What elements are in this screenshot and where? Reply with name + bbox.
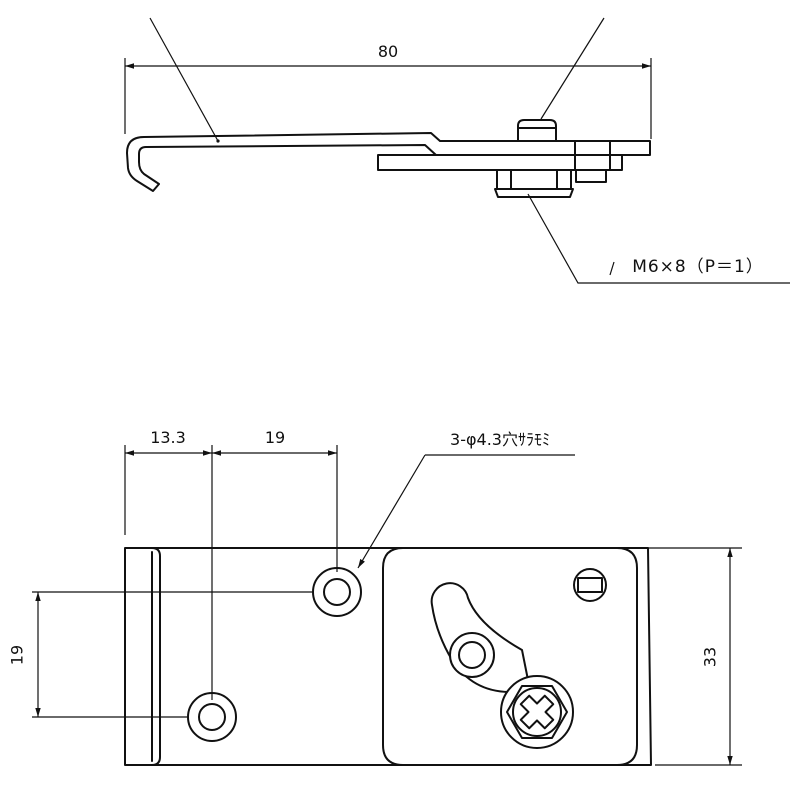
bolt-head-side xyxy=(517,119,557,142)
hook-plate xyxy=(126,132,651,192)
left-flange-bend xyxy=(151,547,161,766)
hole-callout-leader xyxy=(357,454,426,569)
phillips-cross-icon xyxy=(519,694,555,730)
bolt-callout-label: M6×8（P＝1） xyxy=(632,257,764,277)
hook-leader-line xyxy=(149,17,219,142)
hex-bolt-head xyxy=(500,675,574,749)
countersunk-hole-lower xyxy=(187,692,237,742)
arm-pivot-hole xyxy=(449,632,495,678)
bolt-callout-tick xyxy=(609,261,615,276)
overall-length-label: 80 xyxy=(378,42,398,61)
hole-pitch-vertical-label: 19 xyxy=(8,645,27,665)
hook-leader-dot xyxy=(216,139,220,143)
lower-plate xyxy=(377,154,623,171)
plan-view: 13.3 19 3-φ4.3穴ｻﾗﾓﾐ 19 33 xyxy=(8,428,742,766)
countersunk-hole-upper xyxy=(312,567,362,617)
rivet-top xyxy=(573,568,607,602)
hole-edge-offset-label: 13.3 xyxy=(150,428,186,447)
nut-flange xyxy=(494,188,574,198)
hole-pitch-horizontal-label: 19 xyxy=(265,428,285,447)
side-view: 80 M6×8（P＝1） xyxy=(124,17,790,284)
rivet-side xyxy=(575,169,607,183)
overall-width-label: 33 xyxy=(701,647,720,667)
hole-callout-label: 3-φ4.3穴ｻﾗﾓﾐ xyxy=(450,430,550,449)
bolt-callout-leader xyxy=(527,193,790,284)
bolt-leader-line xyxy=(540,17,605,120)
nut-side xyxy=(496,169,572,190)
